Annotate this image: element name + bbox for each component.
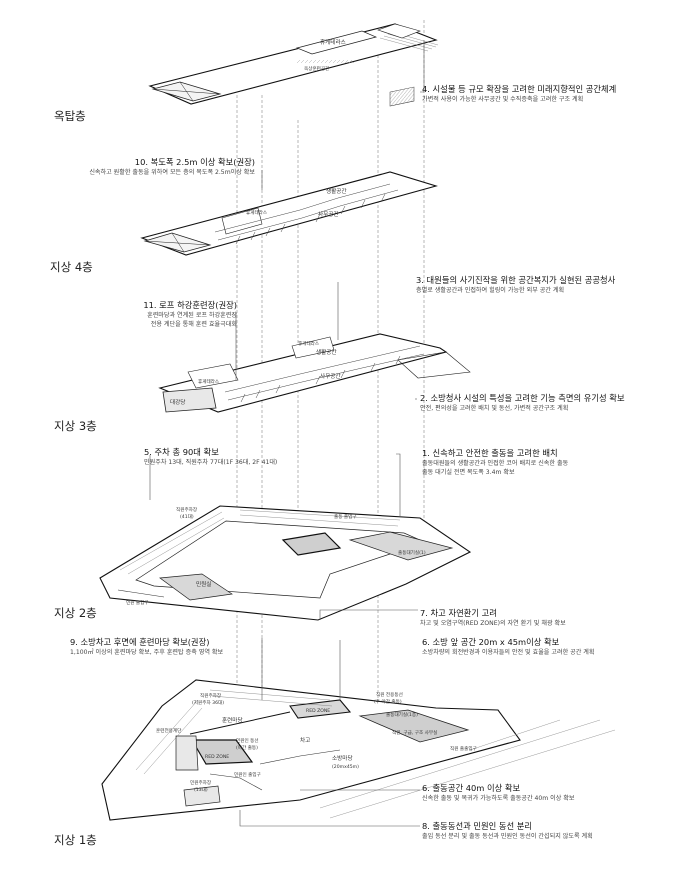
floor4-living-label: 생활공간 [326, 187, 347, 195]
floor3-terrace2-label: 휴게테라스 [298, 340, 319, 347]
floor1-redzone2-label: RED ZONE [306, 708, 330, 714]
note-7: 7. 차고 자연환기 고려 차고 및 오염구역(RED ZONE)의 자연 환기… [420, 607, 566, 628]
floor2-waiting-label: 출동대기실(1) [398, 549, 426, 556]
floor-label-3f: 지상 3층 [54, 419, 97, 433]
floor1-staff-route-label: 직원 전용동선 [376, 691, 403, 698]
note-3-desc: 층별로 생활공간과 인접하여 힐링이 가능한 외부 공간 계획 [416, 287, 565, 294]
note-5: 5. 주차 총 90대 확보 민원주차 13대, 직원주차 77대(1F 36대… [144, 446, 277, 467]
note-6b-desc: 신속한 출동 및 복귀가 가능하도록 출동공간 40m 이상 확보 [422, 795, 575, 802]
floor-3-plan: 대강당 휴게테라스 생활공간 휴게테라스 사무공간 [158, 333, 471, 413]
floor1-garage-label: 차고 [300, 736, 310, 744]
rooftop-plan: 휴게테라스 옥상훈련공간 [148, 23, 439, 105]
note-6: 6. 소방 앞 공간 20m x 45m이상 확보 소방차량의 회전반경과 이용… [422, 636, 594, 657]
note-1: 1. 신속하고 안전한 출동을 고려한 배치 출동대원들의 생활공간과 인접한 … [422, 447, 568, 477]
floor1-staff-route2-label: (주·야간 출동) [374, 698, 402, 705]
floor1-civil-parking-count: (13대) [194, 786, 208, 793]
floor-2-plan: 직원주차장 (41대) 출동 출입구 출동대기실(1) 민원실 민원 출입구 [99, 505, 472, 621]
note-6-title: 6. 소방 앞 공간 20m x 45m이상 확보 [422, 637, 560, 647]
note-1-desc1: 출동대원들의 생활공간과 인접한 코어 배치로 신속한 출동 [422, 460, 569, 467]
note-7-title: 7. 차고 자연환기 고려 [420, 608, 497, 618]
note-5-desc: 민원주차 13대, 직원주차 77대(1F 36대, 2F 41대) [144, 459, 278, 466]
note-9-desc: 1,100㎡ 이상의 훈련마당 확보, 주후 훈련탑 증축 영역 확보 [70, 649, 224, 656]
note-4-title: 4. 시설물 등 규모 확장을 고려한 미래지향적인 공간체계 [422, 84, 617, 94]
floor1-staff-parking-label: 직원주차장 [200, 692, 222, 699]
note-9: 9. 소방차고 후면에 훈련마당 확보(권장) 1,100㎡ 이상의 훈련마당 … [70, 636, 223, 657]
floor1-staff-parking-count: (지원주차 36대) [192, 699, 224, 706]
floor1-redzone-label: RED ZONE [205, 754, 229, 760]
floor1-waiting-label: 출동대기실(1층) [386, 711, 418, 718]
floor-label-rooftop: 옥탑층 [54, 109, 86, 123]
note-9-title: 9. 소방차고 후면에 훈련마당 확보(권장) [70, 637, 210, 647]
note-11-title: 11. 로프 하강훈련장(권장) [143, 300, 237, 310]
note-3-title: 3. 대원들의 사기진작을 위한 공간복지가 실현된 공공청사 [416, 275, 616, 285]
note-6b: 6. 출동공간 40m 이상 확보 신속한 출동 및 복귀가 가능하도록 출동공… [422, 782, 575, 803]
floor2-staff-parking-label: 직원주차장 [176, 506, 198, 513]
floor4-terrace-label: 휴게테라스 [246, 209, 267, 216]
floor1-staff-entry-label: 직원 출출입구 [450, 745, 477, 752]
floor1-office-label: 직원, 구급, 구조 사무실 [392, 729, 437, 736]
note-11: 11. 로프 하강훈련장(권장) 훈련마당과 연계된 로프 하강훈련장 전용 계… [143, 299, 237, 329]
floor2-staff-parking-count: (41대) [180, 513, 194, 520]
floor1-civil-entry-label: 민원인 출입구 [234, 771, 261, 778]
note-10-title: 10. 복도폭 2.5m 이상 확보(권장) [134, 157, 255, 167]
floor-1-plan: 직원주차장 (지원주차 36대) 훈련마당 훈련전용계단 RED ZONE RE… [101, 679, 616, 821]
note-2: 2. 소방청사 시설의 특성을 고려한 기능 측면의 유기성 확보 안전, 편의… [420, 392, 625, 413]
note-11-desc1: 훈련마당과 연계된 로프 하강훈련장 [147, 312, 237, 319]
floor4-office-label: 사무공간 [318, 210, 339, 218]
rooftop-terrace-label: 휴게테라스 [320, 38, 346, 46]
floor-label-1f: 지상 1층 [54, 833, 97, 847]
floor1-front-label: 소방마당 [332, 754, 353, 762]
note-1-desc2: 출동 대기실 전면 복도폭 3.4m 확보 [422, 469, 515, 477]
note-4-desc: 가변적 사용이 가능한 사무공간 및 수직증축을 고려한 구조 계획 [422, 96, 584, 103]
floor1-civil-parking-label: 민원주차장 [190, 779, 212, 786]
floor2-dispatch-entry-label: 출동 출입구 [334, 513, 357, 520]
note-1-title: 1. 신속하고 안전한 출동을 고려한 배치 [422, 448, 558, 458]
floor1-civil-route2-label: (야간 출동) [236, 744, 258, 751]
note-10: 10. 복도폭 2.5m 이상 확보(권장) 신속하고 원활한 출동을 위하여 … [89, 156, 255, 177]
note-2-title: 2. 소방청사 시설의 특성을 고려한 기능 측면의 유기성 확보 [420, 393, 625, 403]
floor3-office-label: 사무공간 [320, 372, 341, 380]
note-10-desc: 신속하고 원활한 출동을 위하여 모든 층의 복도폭 2.5m이상 확보 [89, 169, 255, 176]
note-8-desc: 출입 동선 분리 및 출동 동선과 민원인 동선이 간섭되지 않도록 계획 [422, 833, 593, 840]
floor1-training-stair-label: 훈련전용계단 [156, 727, 182, 734]
floor1-training-label: 훈련마당 [222, 716, 243, 724]
floor2-civil-entry-label: 민원 출입구 [126, 599, 149, 606]
floor-label-2f: 지상 2층 [54, 606, 97, 620]
floor1-civil-route-label: 민원인 동선 [236, 737, 259, 744]
note-8-title: 8. 출동동선과 민원인 동선 분리 [422, 821, 533, 831]
note-4: 4. 시설물 등 규모 확장을 고려한 미래지향적인 공간체계 가변적 사용이 … [422, 83, 616, 104]
note-7-desc: 차고 및 오염구역(RED ZONE)의 자연 환기 및 채광 확보 [420, 620, 566, 627]
floor3-living-label: 생활공간 [316, 348, 337, 356]
note-2-desc: 안전, 편의성을 고려한 배치 및 동선, 가변적 공간구조 계획 [420, 405, 569, 412]
note-8: 8. 출동동선과 민원인 동선 분리 출입 동선 분리 및 출동 동선과 민원인… [422, 820, 593, 841]
note-11-desc2: 전용 계단을 통해 훈련 효율극대화 [150, 321, 237, 329]
note-3: 3. 대원들의 사기진작을 위한 공간복지가 실현된 공공청사 층별로 생활공간… [416, 274, 615, 295]
floor-label-4f: 지상 4층 [50, 260, 93, 274]
note-5-title: 5. 주차 총 90대 확보 [144, 447, 219, 457]
floor3-terrace-label: 휴게테라스 [198, 378, 219, 385]
floor-4-plan: 생활공간 휴게테라스 사무공간 [140, 86, 438, 256]
rooftop-training-label: 옥상훈련공간 [304, 65, 330, 72]
note-6-desc: 소방차량의 회전반경과 이용자들의 안전 및 효율을 고려한 공간 계획 [422, 649, 595, 656]
floor1-front2-label: (20mx45m) [332, 764, 359, 770]
note-6b-title: 6. 출동공간 40m 이상 확보 [422, 783, 521, 793]
floor2-civil-label: 민원실 [196, 580, 211, 588]
leader-lines [149, 40, 425, 827]
floor3-auditorium-label: 대강당 [170, 398, 185, 406]
